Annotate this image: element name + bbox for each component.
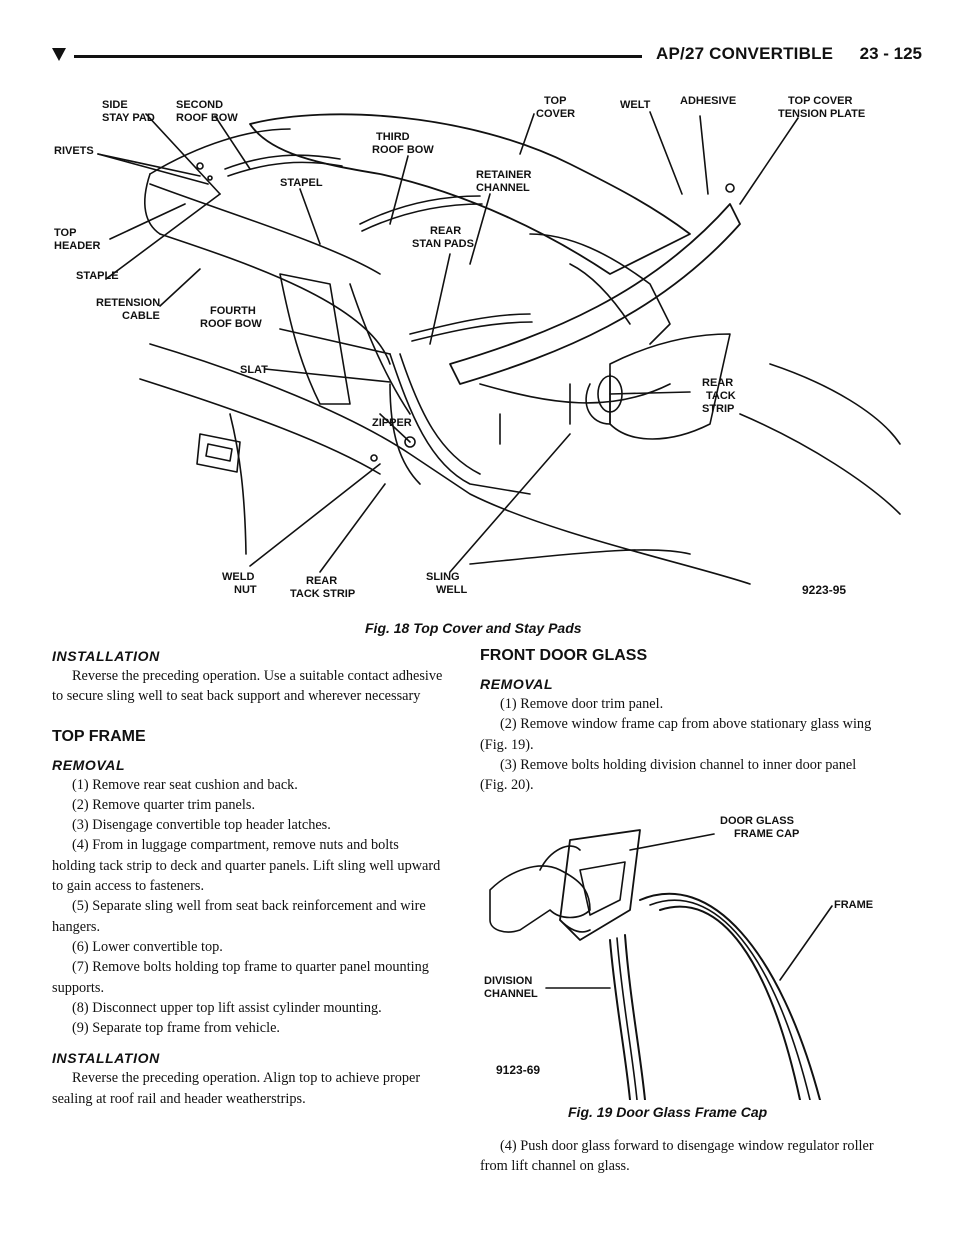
top-frame-installation-heading: INSTALLATION bbox=[52, 1050, 160, 1067]
removal-step: (3) Disengage convertible top header lat… bbox=[72, 817, 331, 834]
right-column-continued: (4) Push door glass forward to disengage… bbox=[480, 1136, 876, 1177]
label-welt: WELT bbox=[620, 99, 651, 111]
removal-step: (5) Separate sling well from seat back r… bbox=[52, 898, 426, 935]
rear-window-sling bbox=[389, 353, 531, 495]
door-glass-step: (1) Remove door trim panel. bbox=[500, 696, 664, 712]
header-rule bbox=[74, 55, 642, 58]
label-stapel: STAPEL bbox=[280, 177, 323, 189]
door-glass-step-4: (4) Push door glass forward to disengage… bbox=[480, 1138, 874, 1175]
top-frame-installation-text: Reverse the preceding operation. Align t… bbox=[52, 1070, 421, 1107]
removal-step: (9) Separate top frame from vehicle. bbox=[72, 1020, 281, 1037]
figure-19-caption: Fig. 19 Door Glass Frame Cap bbox=[568, 1104, 768, 1120]
label-rivets: RIVETS bbox=[54, 145, 94, 157]
label-zipper: ZIPPER bbox=[372, 417, 412, 429]
removal-step: (2) Remove quarter trim panels. bbox=[72, 796, 256, 813]
label-frame: FRAME bbox=[834, 899, 873, 911]
window-frame bbox=[639, 892, 821, 1100]
header-triangle-icon bbox=[52, 48, 66, 61]
removal-step: (7) Remove bolts holding top frame to qu… bbox=[52, 959, 429, 996]
figure-18-code: 9223-95 bbox=[802, 583, 846, 597]
label-slat: SLAT bbox=[240, 364, 268, 376]
removal-step: (1) Remove rear seat cushion and back. bbox=[72, 776, 298, 793]
tension-plate bbox=[449, 203, 741, 385]
door-glass-step: (2) Remove window frame cap from above s… bbox=[480, 716, 872, 753]
top-frame-heading: TOP FRAME bbox=[52, 727, 146, 745]
header-title: AP/27 CONVERTIBLE bbox=[656, 44, 834, 63]
division-channel bbox=[609, 939, 631, 1100]
door-glass-step: (3) Remove bolts holding division channe… bbox=[480, 756, 857, 794]
top-cover bbox=[249, 113, 691, 275]
label-staple: STAPLE bbox=[76, 270, 119, 282]
weld-nut bbox=[404, 436, 416, 448]
removal-step: (6) Lower convertible top. bbox=[72, 938, 223, 955]
installation-heading: INSTALLATION bbox=[52, 648, 160, 664]
figure-19-code: 9123-69 bbox=[496, 1063, 540, 1077]
installation-text: Reverse the preceding operation. Use a s… bbox=[52, 668, 443, 705]
removal-step: (8) Disconnect upper top lift assist cyl… bbox=[72, 999, 382, 1016]
frame-cap bbox=[559, 829, 641, 941]
removal-step: (4) From in luggage compartment, remove … bbox=[52, 837, 441, 895]
second-roof-bow bbox=[224, 154, 341, 170]
fourth-roof-bow bbox=[409, 313, 531, 335]
page-header: AP/27 CONVERTIBLE 23 - 125 bbox=[52, 44, 922, 70]
hand-illustration bbox=[489, 865, 591, 933]
right-column: FRONT DOOR GLASS REMOVAL (1) Remove door… bbox=[480, 646, 876, 795]
page-number: 23 - 125 bbox=[859, 44, 922, 63]
third-roof-bow bbox=[359, 195, 481, 225]
top-frame-removal-heading: REMOVAL bbox=[52, 756, 126, 773]
door-handle bbox=[196, 433, 241, 473]
label-adhesive: ADHESIVE bbox=[680, 95, 736, 107]
door-glass-removal-heading: REMOVAL bbox=[480, 676, 554, 692]
car-body-outline bbox=[149, 343, 751, 585]
sling-well bbox=[609, 333, 731, 440]
retainer-channel bbox=[529, 233, 671, 345]
figure-18-caption: Fig. 18 Top Cover and Stay Pads bbox=[365, 620, 582, 636]
front-door-glass-heading: FRONT DOOR GLASS bbox=[480, 647, 648, 664]
left-column: INSTALLATION Reverse the preceding opera… bbox=[52, 644, 444, 1109]
side-window-frame bbox=[279, 273, 351, 405]
